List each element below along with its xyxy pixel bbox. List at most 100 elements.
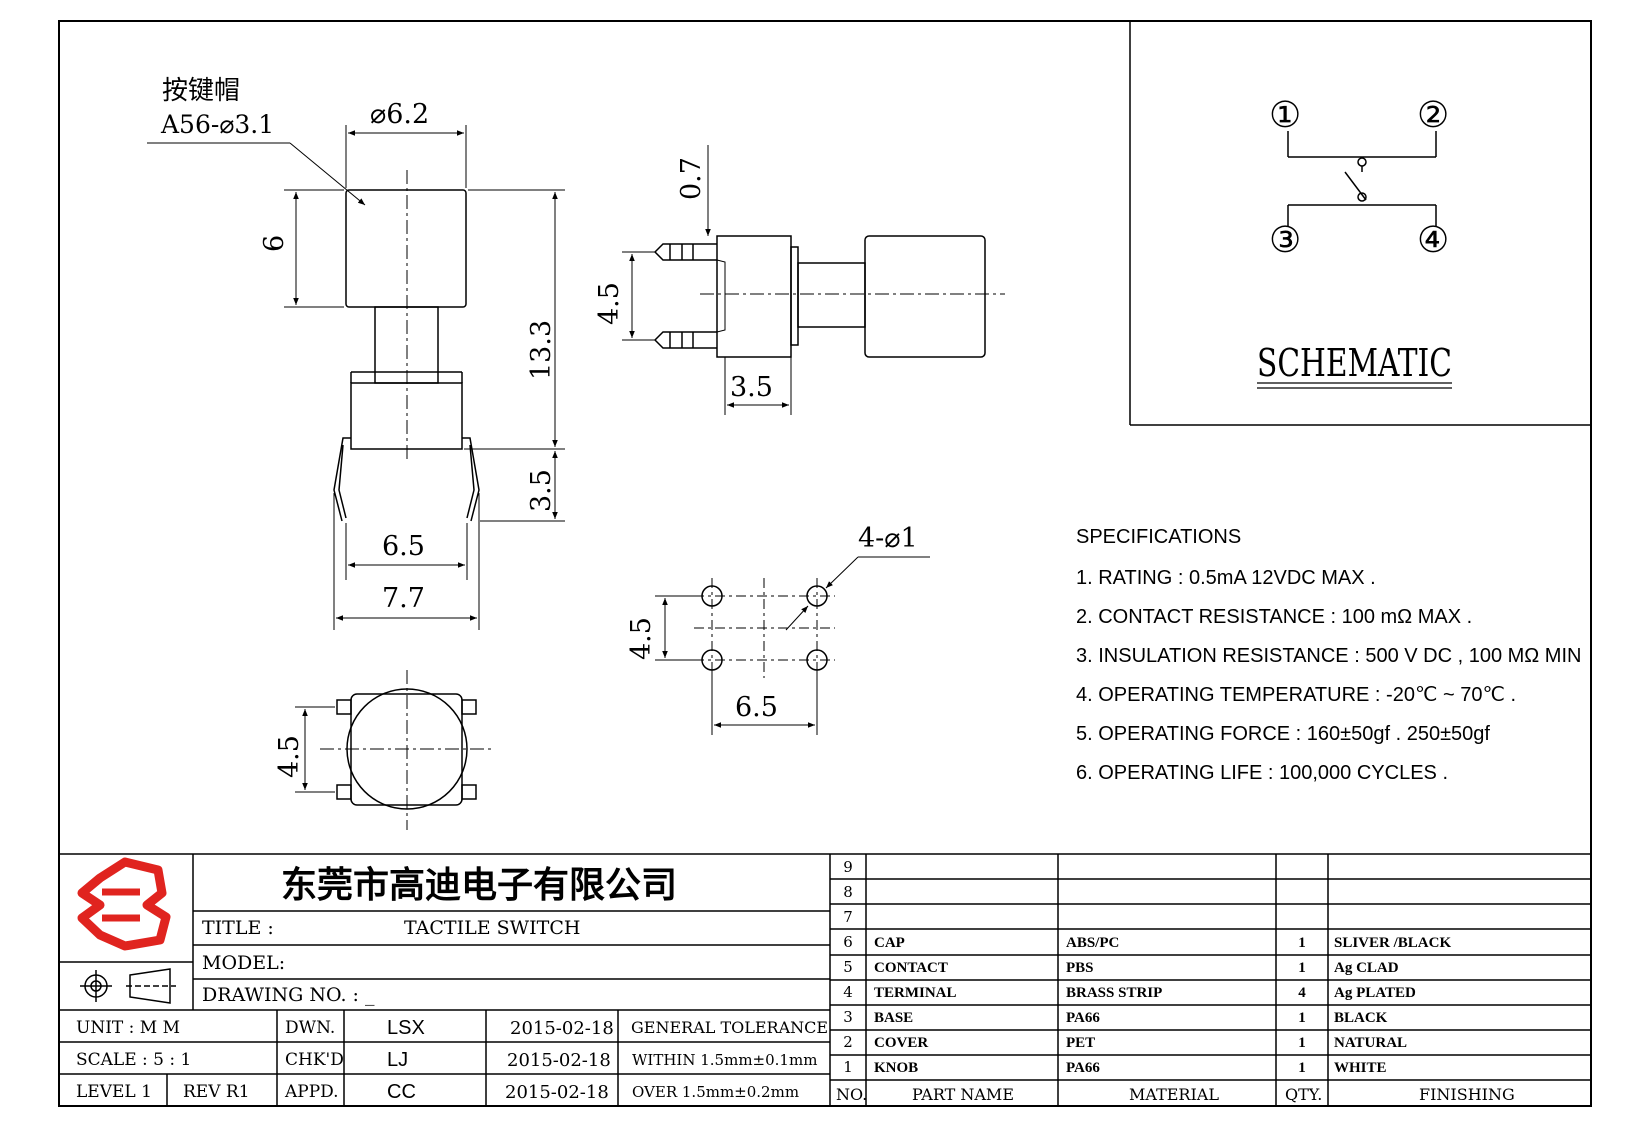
front-view xyxy=(333,170,480,522)
bom-row-8-no: 8 xyxy=(843,883,853,901)
appd-label: APPD. xyxy=(284,1082,339,1102)
spec-item-6: 6. OPERATING LIFE : 100,000 CYCLES . xyxy=(1076,762,1449,784)
top-view xyxy=(320,670,495,830)
title-label: TITLE : xyxy=(202,917,274,939)
bom-row-3-part: BASE xyxy=(874,1010,913,1026)
sheet-border xyxy=(58,20,1592,1107)
bom-row-5-no: 5 xyxy=(843,958,853,976)
bom-row-4-qty: 4 xyxy=(1298,985,1306,1001)
side-dimensions xyxy=(622,145,792,415)
side-body-outline xyxy=(716,235,792,358)
side-view xyxy=(653,235,1005,358)
chkd-date: 2015-02-18 xyxy=(507,1050,611,1071)
tolerance-over: OVER 1.5mm±0.2mm xyxy=(632,1083,799,1101)
spec-item-5: 5. OPERATING FORCE : 160±50gf . 250±50gf xyxy=(1076,723,1490,745)
dim-6: 6 xyxy=(259,235,290,252)
front-dim-labels: 按键帽 A56-⌀3.1 ⌀6.2 6 13.3 3.5 6.5 7.7 xyxy=(160,76,557,614)
model-label: MODEL: xyxy=(202,952,285,974)
scale-label: SCALE : 5 : 1 xyxy=(76,1050,191,1070)
company-logo xyxy=(77,857,171,951)
pin-1-label: ① xyxy=(1269,95,1301,136)
bom-row-4-material: BRASS STRIP xyxy=(1066,985,1162,1001)
bom-row-3-no: 3 xyxy=(843,1008,853,1026)
bom-row-3-material: PA66 xyxy=(1066,1010,1100,1026)
bom-header-no: NO. xyxy=(836,1085,867,1104)
dim-45-side: 4.5 xyxy=(594,282,625,325)
top-dimensions xyxy=(295,706,335,793)
spec-item-2: 2. CONTACT RESISTANCE : 100 mΩ MAX . xyxy=(1076,606,1473,628)
bom-row-5-material: PBS xyxy=(1066,960,1094,976)
bom-row-7-no: 7 xyxy=(843,908,853,926)
keycap-label-cn: 按键帽 xyxy=(162,76,240,106)
bom-header-material: MATERIAL xyxy=(1129,1085,1219,1104)
hole-dim-labels: 4-⌀1 4.5 6.5 xyxy=(626,523,918,723)
chkd-name: LJ xyxy=(387,1049,408,1071)
bom-row-1-finishing: WHITE xyxy=(1334,1060,1387,1076)
keycap-label-code: A56-⌀3.1 xyxy=(160,110,274,139)
title-block-text: 东莞市高迪电子有限公司 TITLE : TACTILE SWITCH MODEL… xyxy=(76,865,828,1103)
bom-row-5-qty: 1 xyxy=(1298,960,1306,976)
side-keycap-outline xyxy=(864,235,986,358)
company-name: 东莞市高迪电子有限公司 xyxy=(281,865,677,906)
side-stem-outline xyxy=(797,262,866,328)
hole-pattern xyxy=(694,578,835,678)
bom-row-5-part: CONTACT xyxy=(874,960,948,976)
right-leg xyxy=(462,437,480,522)
keycap-outline xyxy=(345,189,467,308)
bom-row-1-no: 1 xyxy=(843,1058,853,1076)
bom-row-6-finishing: SLIVER /BLACK xyxy=(1334,935,1451,951)
specifications: SPECIFICATIONS 1. RATING : 0.5mA 12VDC M… xyxy=(1076,518,1596,793)
bom-row-1-qty: 1 xyxy=(1298,1060,1306,1076)
dim-77: 7.7 xyxy=(382,583,425,614)
bom-row-3-qty: 1 xyxy=(1298,1010,1306,1026)
dim-45-holes: 4.5 xyxy=(626,617,657,660)
dwn-name: LSX xyxy=(387,1017,425,1039)
schematic-title: SCHEMATIC xyxy=(1257,341,1452,385)
appd-date: 2015-02-18 xyxy=(505,1082,609,1103)
pin-4-label: ④ xyxy=(1417,220,1449,261)
bom-row-2-material: PET xyxy=(1066,1035,1095,1051)
spec-item-1: 1. RATING : 0.5mA 12VDC MAX . xyxy=(1076,567,1376,589)
bom-row-6-no: 6 xyxy=(843,933,853,951)
side-dim-labels: 0.7 4.5 3.5 xyxy=(594,157,773,403)
dim-07: 0.7 xyxy=(676,157,707,200)
bom-header-qty: QTY. xyxy=(1285,1085,1322,1104)
specifications-title: SPECIFICATIONS xyxy=(1076,526,1242,548)
dim-65-holes: 6.5 xyxy=(735,692,778,723)
dim-d62: ⌀6.2 xyxy=(370,99,429,130)
title-block-lines xyxy=(59,853,1591,1106)
bom-header-finishing: FINISHING xyxy=(1419,1085,1515,1104)
bom-row-2-part: COVER xyxy=(874,1035,928,1051)
bom-row-4-no: 4 xyxy=(843,983,853,1001)
pin-3-label: ③ xyxy=(1269,220,1301,261)
dim-45-bottom: 4.5 xyxy=(274,735,305,778)
bom-row-1-part: KNOB xyxy=(874,1060,918,1076)
side-pin-top xyxy=(653,243,717,261)
side-pin-bottom xyxy=(653,331,717,349)
dim-35-right: 3.5 xyxy=(526,469,557,512)
dim-65: 6.5 xyxy=(382,531,425,562)
bom-row-6-part: CAP xyxy=(874,935,905,951)
bom-header-part: PART NAME xyxy=(912,1085,1014,1104)
spec-item-3: 3. INSULATION RESISTANCE : 500 V DC , 10… xyxy=(1076,645,1582,667)
appd-name: CC xyxy=(387,1081,416,1103)
bom-row-2-qty: 1 xyxy=(1298,1035,1306,1051)
bom-row-5-finishing: Ag CLAD xyxy=(1334,960,1399,976)
bom-row-4-finishing: Ag PLATED xyxy=(1334,985,1416,1001)
tolerance-within: WITHIN 1.5mm±0.1mm xyxy=(632,1051,817,1069)
bom-row-4-part: TERMINAL xyxy=(874,985,957,1001)
left-leg xyxy=(333,437,351,522)
rev-label: REV R1 xyxy=(183,1082,250,1102)
bom-row-1-material: PA66 xyxy=(1066,1060,1100,1076)
dwn-label: DWN. xyxy=(285,1018,335,1038)
pin-2-label: ② xyxy=(1417,95,1449,136)
dim-133: 13.3 xyxy=(526,320,557,380)
bom-row-2-no: 2 xyxy=(843,1033,853,1051)
level-label: LEVEL 1 xyxy=(76,1082,152,1102)
schematic-box: ① ② ③ ④ SCHEMATIC xyxy=(1129,21,1591,426)
bom-row-9-no: 9 xyxy=(843,858,853,876)
hole-dimensions xyxy=(655,556,930,735)
